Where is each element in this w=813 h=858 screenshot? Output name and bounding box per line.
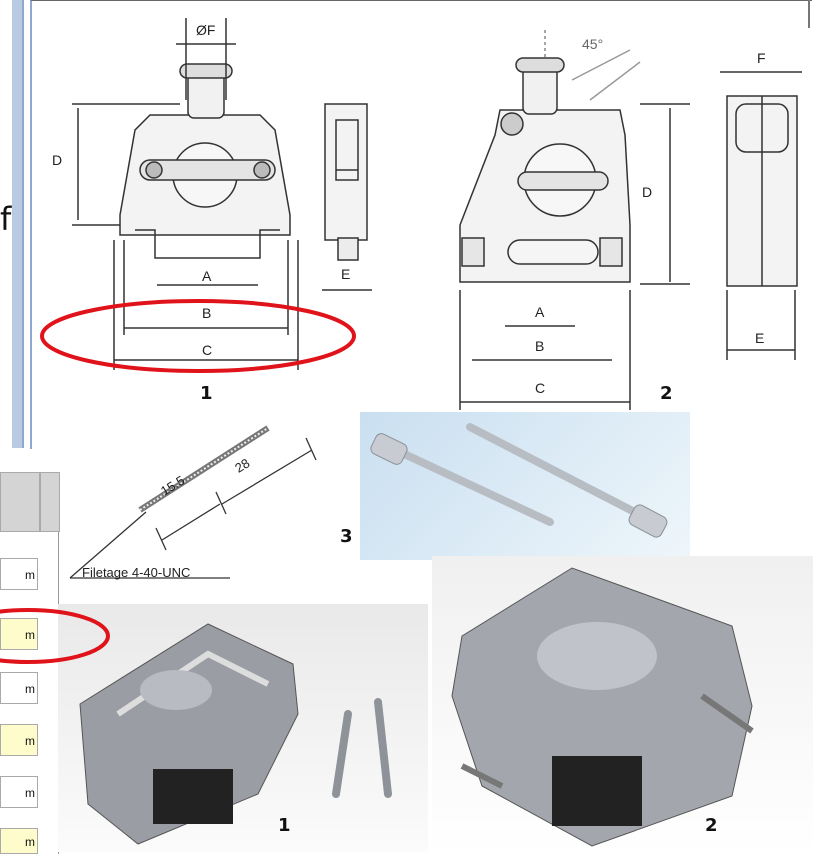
highlight-ellipse-top bbox=[40, 299, 356, 373]
screw-photo bbox=[360, 412, 690, 560]
spec-table-fragment: m m m m m m bbox=[0, 472, 60, 854]
table-row: m bbox=[0, 672, 38, 704]
connector-2-screw bbox=[500, 112, 524, 136]
label-b-left: B bbox=[202, 305, 212, 321]
table-cell-unit: m bbox=[25, 734, 35, 748]
table-cell-unit: m bbox=[25, 835, 35, 849]
screw-diagram bbox=[69, 425, 317, 579]
label-d-left: D bbox=[52, 152, 63, 168]
diagram-number-1: 1 bbox=[200, 383, 213, 404]
connector-photo-1-art bbox=[79, 623, 392, 845]
connector-1-thumb bbox=[179, 63, 233, 79]
table-cell-unit: m bbox=[25, 568, 35, 582]
table-row: m bbox=[0, 558, 38, 590]
connector-drawings bbox=[40, 18, 802, 410]
frame-right-edge bbox=[808, 0, 810, 28]
connector-photo-2 bbox=[432, 556, 813, 854]
label-angle: 45° bbox=[582, 36, 604, 52]
table-row: m bbox=[0, 618, 38, 650]
connector-photo-1 bbox=[58, 604, 428, 852]
table-row: m bbox=[0, 724, 38, 756]
diagram-number-3: 3 bbox=[340, 526, 353, 547]
table-row: m bbox=[0, 776, 38, 808]
table-cell-unit: m bbox=[25, 786, 35, 800]
connector-1-side bbox=[324, 103, 368, 241]
highlight-ellipse-bottom bbox=[0, 608, 110, 664]
table-cell-unit: m bbox=[25, 628, 35, 642]
table-row: m bbox=[0, 828, 38, 854]
connector-photo-2-art bbox=[451, 567, 754, 847]
label-d-right: D bbox=[642, 184, 653, 200]
photo-number-1: 1 bbox=[278, 815, 291, 836]
table-cell-unit: m bbox=[25, 682, 35, 696]
label-f-right: F bbox=[757, 50, 766, 66]
diagram-frame bbox=[30, 0, 812, 449]
label-b-right: B bbox=[535, 338, 545, 354]
label-a-right: A bbox=[535, 304, 545, 320]
label-phi-f: ØF bbox=[196, 22, 216, 38]
photo-number-2: 2 bbox=[705, 815, 718, 836]
label-c-right: C bbox=[535, 380, 546, 396]
diagram-number-2: 2 bbox=[660, 383, 673, 404]
label-a-left: A bbox=[202, 268, 212, 284]
connector-1-strap bbox=[139, 159, 276, 181]
screw-photo-art bbox=[370, 423, 668, 538]
highlight-ellipse-bottom-svg bbox=[0, 608, 110, 664]
left-blue-rule bbox=[12, 0, 24, 448]
thread-label: Filetage 4-40-UNC bbox=[82, 565, 191, 580]
label-c-left: C bbox=[202, 342, 213, 358]
table-header-row bbox=[0, 472, 40, 532]
cut-letter: f bbox=[0, 200, 12, 238]
label-e-right: E bbox=[755, 330, 765, 346]
table-header-cell-2 bbox=[40, 472, 60, 532]
label-e-left: E bbox=[341, 266, 351, 282]
